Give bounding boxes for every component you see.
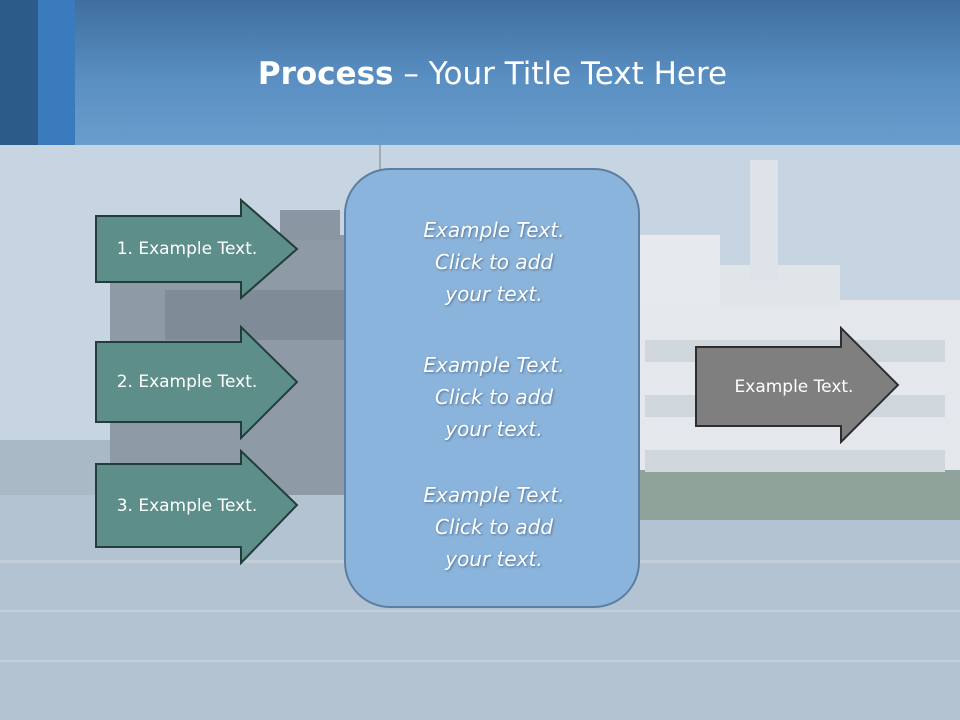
output-arrow[interactable]: Example Text.	[694, 326, 900, 444]
header-band	[0, 0, 960, 145]
center-line: Example Text.	[423, 353, 565, 377]
center-line: your text.	[445, 417, 543, 441]
center-process-box[interactable]: Example Text. Click to add your text. Ex…	[344, 168, 640, 608]
title-bold: Process	[257, 56, 394, 92]
step-label: 2. Example Text.	[116, 372, 258, 392]
center-line: Example Text.	[423, 483, 565, 507]
center-line: Click to add	[434, 250, 554, 274]
arrow-shape	[95, 449, 299, 565]
title-rest: – Your Title Text Here	[393, 56, 728, 92]
center-line: Example Text.	[423, 218, 565, 242]
step-label: 3. Example Text.	[116, 495, 258, 516]
arrow-shape	[95, 198, 299, 300]
center-line: Click to add	[434, 385, 554, 409]
step-label: 1. Example Text.	[116, 239, 258, 259]
center-text-block-3[interactable]: Example Text. Click to add your text.	[346, 479, 642, 575]
arrow-shape	[95, 325, 299, 440]
header-accent-stripe	[0, 0, 38, 145]
center-text-block-1[interactable]: Example Text. Click to add your text.	[346, 214, 642, 310]
step-arrow-3[interactable]: 3. Example Text.	[94, 449, 299, 565]
step-arrow-2[interactable]: 2. Example Text.	[94, 325, 299, 440]
arrow-shape	[695, 326, 900, 444]
output-label: Example Text.	[734, 376, 854, 397]
center-text-block-2[interactable]: Example Text. Click to add your text.	[346, 349, 642, 445]
center-line: Click to add	[434, 515, 554, 539]
center-line: your text.	[445, 282, 543, 306]
header-accent-stripe	[38, 0, 75, 145]
center-line: your text.	[445, 547, 543, 571]
step-arrow-1[interactable]: 1. Example Text.	[94, 198, 299, 300]
slide-title[interactable]: Process – Your Title Text Here	[0, 52, 960, 96]
